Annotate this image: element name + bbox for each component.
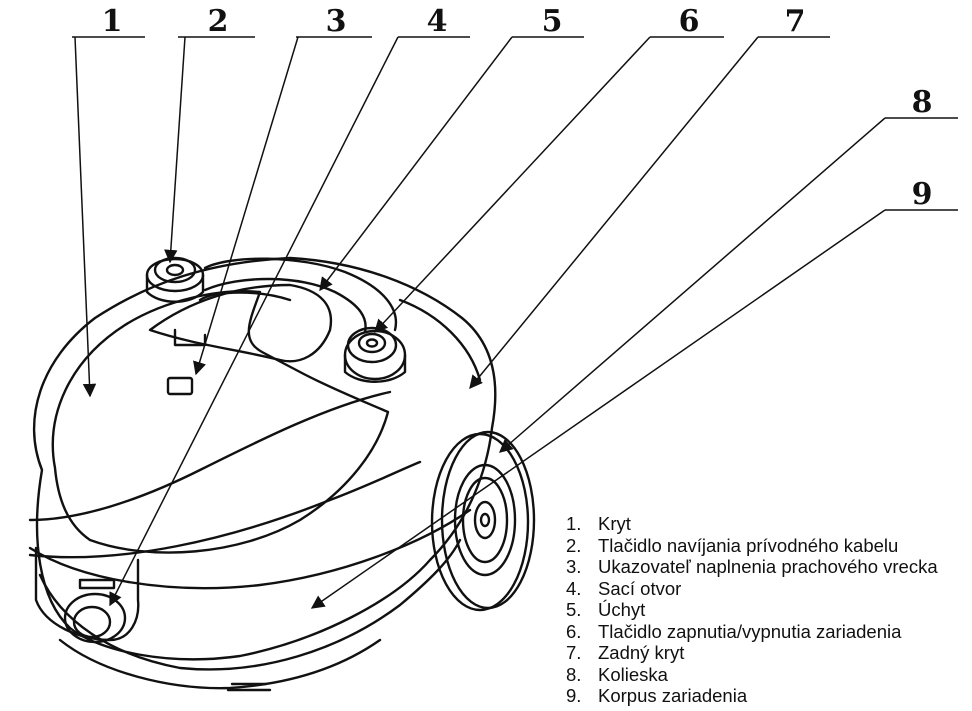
legend-number: 8. xyxy=(566,663,582,685)
legend-label: Tlačidlo navíjania prívodného kabelu xyxy=(598,534,899,556)
callout-2: 2 xyxy=(208,4,229,39)
legend-number: 1. xyxy=(566,513,582,534)
callout-6: 6 xyxy=(679,4,700,39)
callout-9: 9 xyxy=(912,177,933,212)
legend-label: Tlačidlo zapnutia/vypnutia zariadenia xyxy=(598,620,902,642)
legend-label: Úchyt xyxy=(598,599,646,620)
legend-item: 7. Zadný kryt xyxy=(566,642,938,664)
callout-7: 7 xyxy=(785,4,806,39)
callout-1: 1 xyxy=(102,4,123,39)
callout-3: 3 xyxy=(326,4,347,39)
callout-lines xyxy=(72,36,958,609)
legend-number: 6. xyxy=(566,620,582,642)
callout-8: 8 xyxy=(912,85,933,120)
legend-item: 6. Tlačidlo zapnutia/vypnutia zariadenia xyxy=(566,621,938,643)
legend-item: 5. Úchyt xyxy=(566,599,938,621)
legend-label: Kolieska xyxy=(598,663,668,685)
legend-label: Zadný kryt xyxy=(598,642,685,663)
legend-number: 4. xyxy=(566,577,582,599)
legend-label: Ukazovateľ naplnenia prachového vrecka xyxy=(598,556,938,577)
legend-item: 4. Sací otvor xyxy=(566,578,938,600)
legend-label: Kryt xyxy=(598,513,631,534)
legend-item: 1. Kryt xyxy=(566,513,938,535)
legend-number: 5. xyxy=(566,599,582,620)
legend-item: 8. Kolieska xyxy=(566,664,938,686)
callout-numbers: 1 2 3 4 5 6 7 8 9 xyxy=(102,4,933,212)
parts-legend: 1. Kryt 2. Tlačidlo navíjania prívodného k… xyxy=(566,513,938,707)
callout-4: 4 xyxy=(427,4,448,39)
legend-number: 3. xyxy=(566,556,582,577)
vacuum-body xyxy=(28,256,536,692)
legend-item: 2. Tlačidlo navíjania prívodného kabelu xyxy=(566,535,938,557)
legend-number: 2. xyxy=(566,534,582,556)
callout-5: 5 xyxy=(542,4,563,39)
legend-label: Korpus zariadenia xyxy=(598,685,748,706)
legend-number: 7. xyxy=(566,642,582,663)
legend-item: 3. Ukazovateľ naplnenia prachového vrecka xyxy=(566,556,938,578)
legend-number: 9. xyxy=(566,685,582,706)
legend-item: 9. Korpus zariadenia xyxy=(566,685,938,707)
legend-label: Sací otvor xyxy=(598,577,682,599)
